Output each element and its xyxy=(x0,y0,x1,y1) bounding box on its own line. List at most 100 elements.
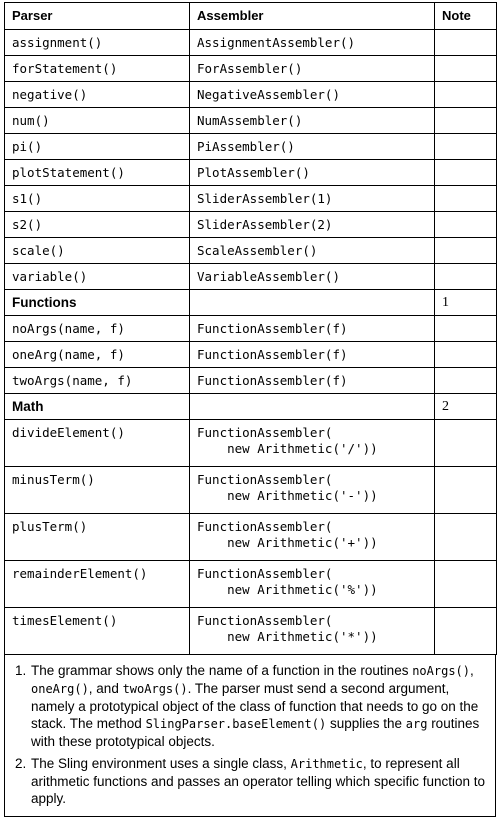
note-cell xyxy=(434,513,497,561)
parser-cell: num() xyxy=(4,107,190,134)
assembler-cell: ScaleAssembler() xyxy=(189,237,435,264)
table-row: remainderElement() FunctionAssembler( ne… xyxy=(4,560,497,608)
table-row: noArgs(name, f) FunctionAssembler(f) xyxy=(4,315,497,342)
note-cell xyxy=(434,315,497,342)
assembler-cell: ForAssembler() xyxy=(189,55,435,82)
header-parser: Parser xyxy=(4,2,190,30)
assembler-cell: FunctionAssembler( new Arithmetic('-')) xyxy=(189,466,435,514)
footnote-text-part: . The parser must send a second argument… xyxy=(31,681,479,731)
assembler-cell: FunctionAssembler(f) xyxy=(189,341,435,368)
note-cell xyxy=(434,55,497,82)
assembler-cell: FunctionAssembler(f) xyxy=(189,367,435,394)
parser-cell: s2() xyxy=(4,211,190,238)
footnotes: 1. The grammar shows only the name of a … xyxy=(4,655,496,817)
note-cell xyxy=(434,341,497,368)
assembler-cell: SliderAssembler(2) xyxy=(189,211,435,238)
header-row: Parser Assembler Note xyxy=(4,2,497,30)
footnote-text-part: , xyxy=(470,663,474,678)
note-cell xyxy=(434,211,497,238)
parser-cell: remainderElement() xyxy=(4,560,190,608)
table-row: minusTerm() FunctionAssembler( new Arith… xyxy=(4,466,497,514)
table-row: s1() SliderAssembler(1) xyxy=(4,185,497,212)
parser-assembler-table: Parser Assembler Note assignment() Assig… xyxy=(4,2,497,655)
note-ref: 2 xyxy=(434,393,497,420)
assembler-cell: FunctionAssembler( new Arithmetic('*')) xyxy=(189,607,435,655)
assembler-cell: SliderAssembler(1) xyxy=(189,185,435,212)
parser-cell: oneArg(name, f) xyxy=(4,341,190,368)
parser-cell: minusTerm() xyxy=(4,466,190,514)
section-row-math: Math 2 xyxy=(4,393,497,420)
note-cell xyxy=(434,133,497,160)
footnote-code: twoArgs() xyxy=(122,682,188,696)
footnote-text-part: supplies the xyxy=(326,716,406,731)
assembler-line: new Arithmetic('*')) xyxy=(197,629,378,644)
footnote-text-part: , and xyxy=(88,681,123,696)
note-cell xyxy=(434,107,497,134)
assembler-line: new Arithmetic('%')) xyxy=(197,582,378,597)
table-row: negative() NegativeAssembler() xyxy=(4,81,497,108)
table-row: plusTerm() FunctionAssembler( new Arithm… xyxy=(4,513,497,561)
footnote-code: oneArg() xyxy=(31,682,89,696)
note-ref: 1 xyxy=(434,289,497,316)
footnote-2: 2. The Sling environment uses a single c… xyxy=(15,755,485,807)
note-cell xyxy=(434,159,497,186)
table-row: forStatement() ForAssembler() xyxy=(4,55,497,82)
table-row: s2() SliderAssembler(2) xyxy=(4,211,497,238)
note-cell xyxy=(434,466,497,514)
assembler-line: FunctionAssembler( xyxy=(197,472,333,487)
note-cell xyxy=(434,185,497,212)
assembler-cell: AssignmentAssembler() xyxy=(189,29,435,56)
footnote-code: Arithmetic xyxy=(290,757,363,771)
footnote-text-part: routines with these prototypical objects… xyxy=(31,716,480,749)
table-row: scale() ScaleAssembler() xyxy=(4,237,497,264)
note-cell xyxy=(434,81,497,108)
assembler-cell: FunctionAssembler( new Arithmetic('%')) xyxy=(189,560,435,608)
parser-cell: variable() xyxy=(4,263,190,290)
parser-cell: negative() xyxy=(4,81,190,108)
assembler-cell: NegativeAssembler() xyxy=(189,81,435,108)
assembler-cell xyxy=(189,289,435,316)
parser-cell: plotStatement() xyxy=(4,159,190,186)
parser-cell: s1() xyxy=(4,185,190,212)
assembler-cell: NumAssembler() xyxy=(189,107,435,134)
assembler-cell xyxy=(189,393,435,420)
parser-cell: twoArgs(name, f) xyxy=(4,367,190,394)
footnote-text: The grammar shows only the name of a fun… xyxy=(31,662,485,750)
assembler-line: new Arithmetic('/')) xyxy=(197,441,378,456)
assembler-cell: FunctionAssembler(f) xyxy=(189,315,435,342)
note-cell xyxy=(434,560,497,608)
parser-cell: assignment() xyxy=(4,29,190,56)
footnote-text-part: The grammar shows only the name of a fun… xyxy=(31,663,413,678)
note-cell xyxy=(434,29,497,56)
table-row: timesElement() FunctionAssembler( new Ar… xyxy=(4,607,497,655)
footnote-code: SlingParser.baseElement() xyxy=(145,717,327,731)
note-cell xyxy=(434,263,497,290)
assembler-cell: PiAssembler() xyxy=(189,133,435,160)
footnote-code: arg xyxy=(405,717,428,731)
assembler-line: new Arithmetic('+')) xyxy=(197,535,378,550)
section-title: Functions xyxy=(4,289,190,316)
parser-cell: forStatement() xyxy=(4,55,190,82)
table-row: oneArg(name, f) FunctionAssembler(f) xyxy=(4,341,497,368)
note-cell xyxy=(434,237,497,264)
parser-cell: scale() xyxy=(4,237,190,264)
assembler-cell: FunctionAssembler( new Arithmetic('/')) xyxy=(189,419,435,467)
note-cell xyxy=(434,607,497,655)
footnote-text-part: The Sling environment uses a single clas… xyxy=(31,756,291,771)
footnote-code: noArgs() xyxy=(412,664,470,678)
assembler-cell: VariableAssembler() xyxy=(189,263,435,290)
parser-cell: timesElement() xyxy=(4,607,190,655)
parser-assembler-table-container: Parser Assembler Note assignment() Assig… xyxy=(4,2,497,817)
table-row: num() NumAssembler() xyxy=(4,107,497,134)
table-row: plotStatement() PlotAssembler() xyxy=(4,159,497,186)
parser-cell: plusTerm() xyxy=(4,513,190,561)
table-row: pi() PiAssembler() xyxy=(4,133,497,160)
table-row: assignment() AssignmentAssembler() xyxy=(4,29,497,56)
note-cell xyxy=(434,367,497,394)
assembler-line: new Arithmetic('-')) xyxy=(197,488,378,503)
footnote-number: 1. xyxy=(15,663,27,678)
parser-cell: pi() xyxy=(4,133,190,160)
assembler-line: FunctionAssembler( xyxy=(197,613,333,628)
section-row-functions: Functions 1 xyxy=(4,289,497,316)
assembler-cell: FunctionAssembler( new Arithmetic('+')) xyxy=(189,513,435,561)
